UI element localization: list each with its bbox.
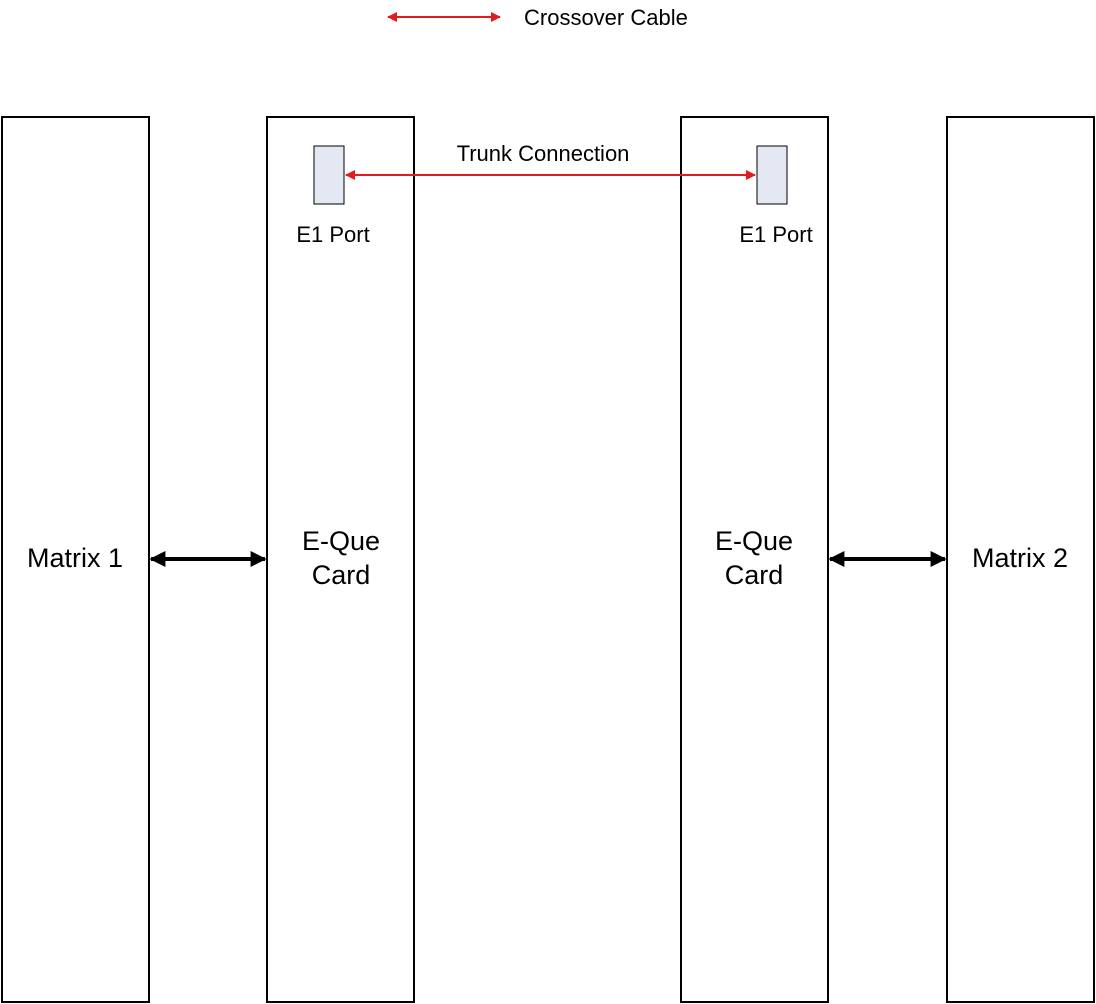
eque-card-2-label-line1: E-Que (715, 526, 793, 556)
matrix-2-box (946, 116, 1095, 1003)
eque-card-1-box (266, 116, 415, 1003)
eque-card-1-label-line2: Card (312, 560, 371, 590)
eque-card-1-node: E-Que Card E1 Port (266, 116, 415, 1003)
e1-port-left-label: E1 Port (296, 222, 369, 247)
trunk-connection-label: Trunk Connection (457, 141, 630, 166)
matrix-1-box (1, 116, 150, 1003)
matrix-1-node: Matrix 1 (1, 116, 150, 1003)
matrix-1-label: Matrix 1 (27, 543, 123, 573)
eque-card-1-label-line1: E-Que (302, 526, 380, 556)
legend: Crossover Cable (387, 5, 688, 30)
e1-port-right (756, 145, 788, 205)
trunk-connection: Trunk Connection (345, 141, 756, 180)
matrix-2-node: Matrix 2 (946, 116, 1095, 1003)
eque-card-2-label-line2: Card (725, 560, 784, 590)
eque-card-2-node: E-Que Card E1 Port (680, 116, 829, 1003)
e1-port-right-label: E1 Port (739, 222, 812, 247)
matrix-2-label: Matrix 2 (972, 543, 1068, 573)
e1-port-left (313, 145, 345, 205)
legend-label: Crossover Cable (524, 5, 688, 30)
eque-card-2-box (680, 116, 829, 1003)
